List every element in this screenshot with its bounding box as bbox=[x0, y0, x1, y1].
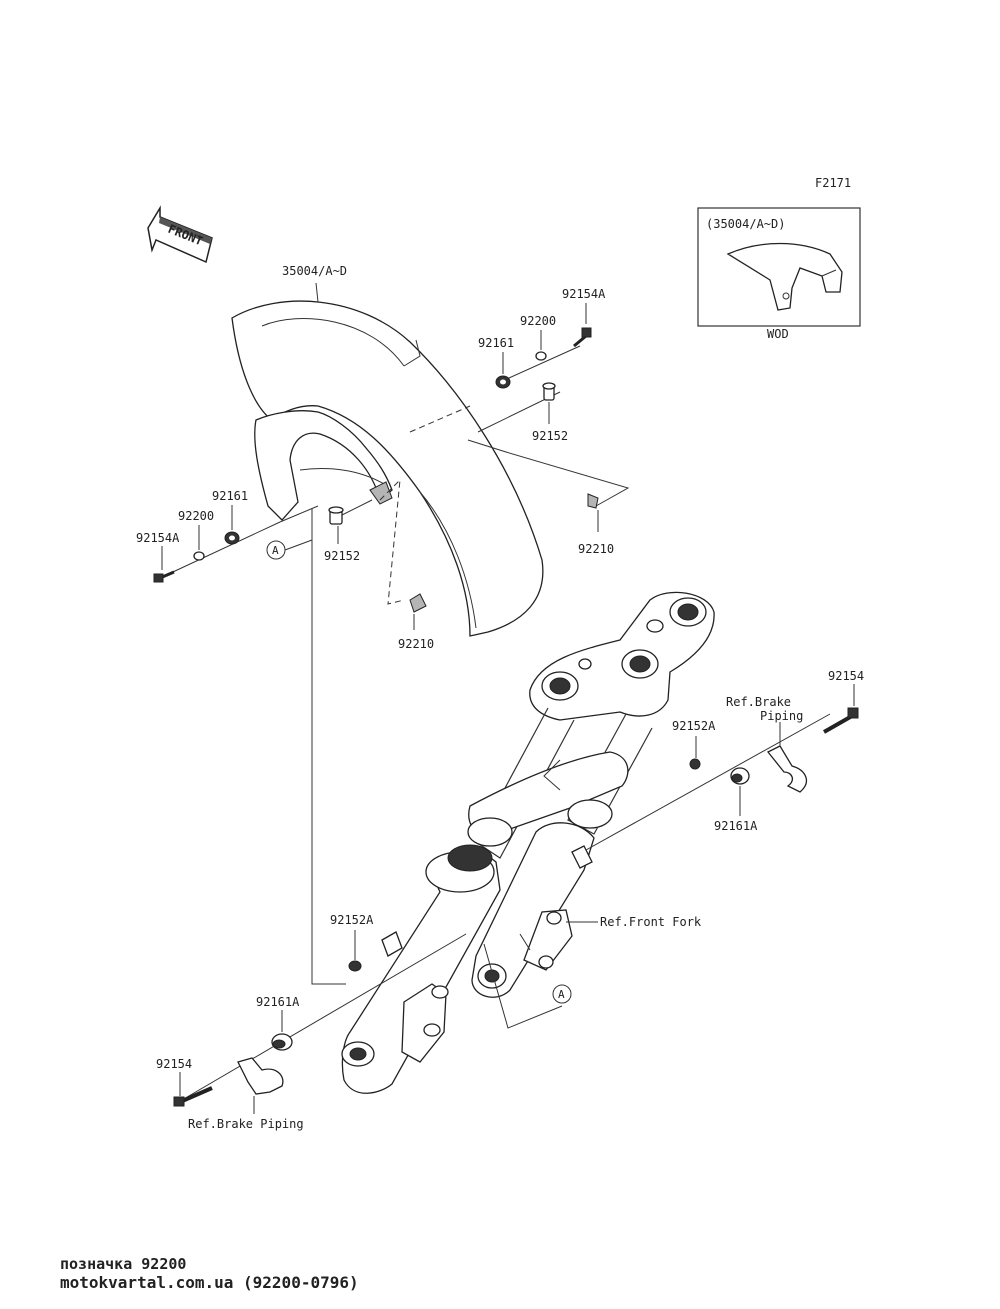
label-92152-top: 92152 bbox=[532, 429, 568, 443]
label-92152-left: 92152 bbox=[324, 549, 360, 563]
washer-92200-left bbox=[193, 551, 205, 561]
label-35004: 35004/A~D bbox=[282, 264, 347, 278]
label-92210-mid: 92210 bbox=[398, 637, 434, 651]
label-92161A-right: 92161A bbox=[714, 819, 758, 833]
ref-brake-piping-left: Ref.Brake Piping bbox=[188, 1117, 304, 1131]
label-92161A-left: 92161A bbox=[256, 995, 300, 1009]
footer-source: motokvartal.com.ua (92200-0796) bbox=[60, 1273, 359, 1292]
label-92154-right: 92154 bbox=[828, 669, 864, 683]
label-92161-top: 92161 bbox=[478, 336, 514, 350]
washer-92200-top bbox=[535, 351, 547, 361]
collar-92152-top bbox=[542, 382, 556, 401]
front-fender bbox=[231, 300, 544, 637]
grommet-92161-top bbox=[495, 375, 511, 389]
bolt-92154-left bbox=[173, 1086, 213, 1107]
brake-clamp-left bbox=[237, 1057, 284, 1095]
ref-brake-piping-right-2: Piping bbox=[760, 709, 803, 723]
figure-code: F2171 bbox=[815, 176, 851, 190]
label-92154A-left: 92154A bbox=[136, 531, 180, 545]
footer-note: позначка 92200 bbox=[60, 1255, 187, 1273]
collar-92152A-left bbox=[348, 960, 362, 972]
inset-ref-label: (35004/A~D) bbox=[706, 217, 785, 231]
marker-a-right: A bbox=[558, 988, 565, 1001]
bolt-92154A-top bbox=[573, 327, 592, 348]
collar-92152A-right bbox=[689, 758, 701, 770]
label-92152A-left: 92152A bbox=[330, 913, 374, 927]
front-fork bbox=[341, 591, 715, 1094]
collar-92161A-right bbox=[730, 767, 750, 785]
inset-caption: WOD bbox=[767, 327, 789, 341]
collar-92161A-left bbox=[271, 1033, 293, 1051]
front-arrow-icon bbox=[147, 205, 213, 264]
label-92200-left: 92200 bbox=[178, 509, 214, 523]
grommet-92161-left bbox=[224, 531, 240, 545]
ref-brake-piping-right-1: Ref.Brake bbox=[726, 695, 791, 709]
brake-clamp-right bbox=[766, 745, 808, 793]
ref-front-fork: Ref.Front Fork bbox=[600, 915, 702, 929]
nut-92210-right bbox=[587, 493, 599, 509]
label-92154-left: 92154 bbox=[156, 1057, 192, 1071]
label-92161-left: 92161 bbox=[212, 489, 248, 503]
bolt-92154A-left bbox=[153, 570, 175, 583]
collar-92152-left bbox=[328, 506, 344, 525]
label-92210-right: 92210 bbox=[578, 542, 614, 556]
bolt-92154-right bbox=[823, 707, 859, 734]
inset-box bbox=[697, 207, 861, 327]
marker-a-left: A bbox=[272, 544, 279, 557]
label-92152A-right: 92152A bbox=[672, 719, 716, 733]
label-92200-top: 92200 bbox=[520, 314, 556, 328]
label-92154A-top: 92154A bbox=[562, 287, 606, 301]
